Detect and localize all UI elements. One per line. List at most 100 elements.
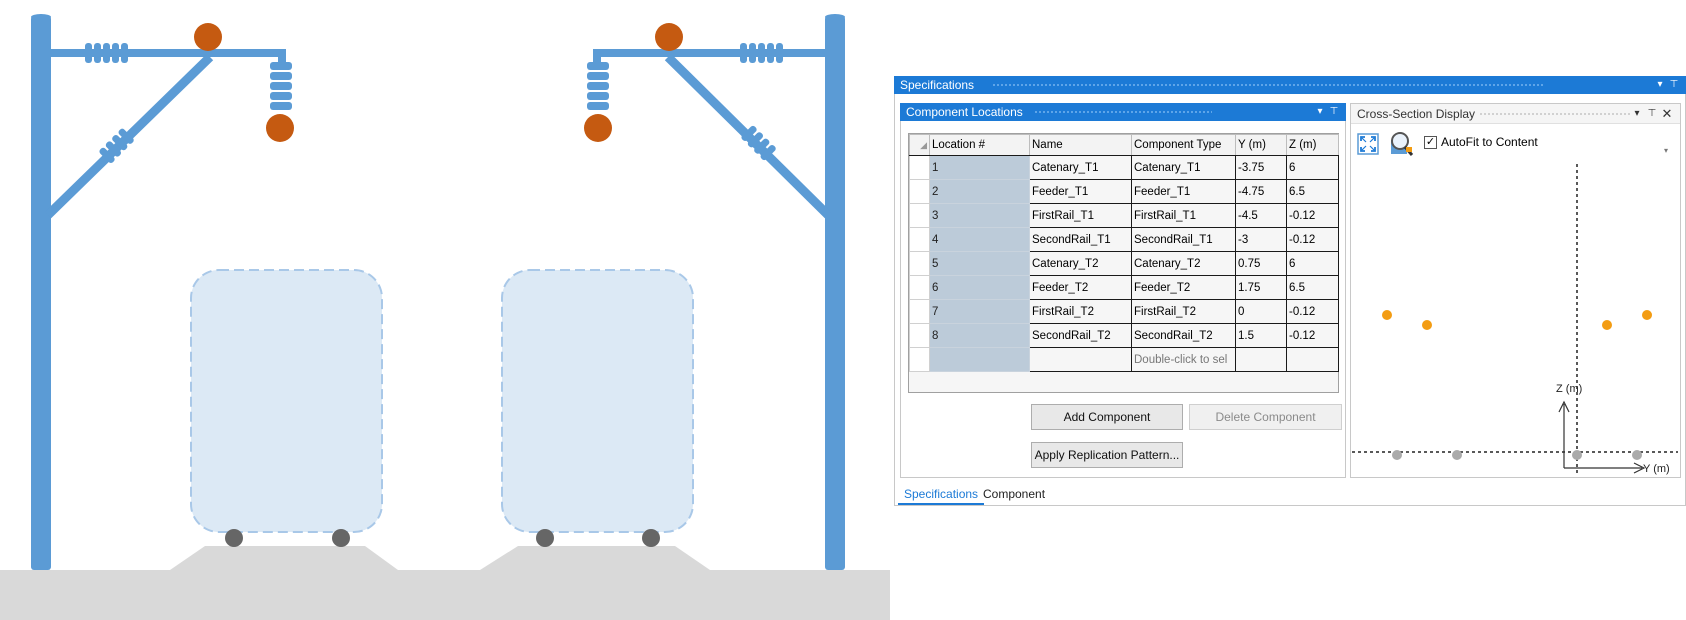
column-header-name[interactable]: Name — [1029, 134, 1132, 156]
cell-location[interactable] — [929, 347, 1030, 372]
row-selector-header[interactable]: ◢ — [909, 134, 930, 156]
pin-icon[interactable]: ⊤ — [1647, 108, 1657, 119]
cell-z[interactable]: -0.12 — [1286, 299, 1339, 324]
cell-location[interactable]: 3 — [929, 203, 1030, 228]
component-point-feeder-t2[interactable] — [1642, 310, 1652, 320]
tab-component[interactable]: Component — [983, 487, 1046, 501]
cross-section-plot[interactable]: Z (m) Y (m) — [1352, 158, 1680, 476]
cell-component-type[interactable]: Feeder_T1 — [1131, 179, 1236, 204]
row-selector[interactable] — [909, 251, 930, 276]
fit-view-icon[interactable] — [1357, 133, 1379, 155]
cell-name[interactable]: Feeder_T1 — [1029, 179, 1132, 204]
cell-location[interactable]: 7 — [929, 299, 1030, 324]
cell-z[interactable]: -0.12 — [1286, 227, 1339, 252]
cell-location[interactable]: 8 — [929, 323, 1030, 348]
row-selector[interactable] — [909, 203, 930, 228]
row-selector[interactable] — [909, 299, 930, 324]
cell-z[interactable]: 6 — [1286, 251, 1339, 276]
close-icon[interactable]: ✕ — [1661, 106, 1673, 121]
dropdown-icon[interactable]: ▾ — [1634, 108, 1640, 119]
row-selector[interactable] — [909, 155, 930, 180]
cell-location[interactable]: 6 — [929, 275, 1030, 300]
cell-y[interactable]: -4.5 — [1235, 203, 1287, 228]
cell-component-type[interactable]: Catenary_T2 — [1131, 251, 1236, 276]
apply-replication-pattern-button[interactable]: Apply Replication Pattern... — [1031, 442, 1183, 468]
cell-y[interactable]: -3.75 — [1235, 155, 1287, 180]
row-selector[interactable] — [909, 323, 930, 348]
cross-section-titlebar: Cross-Section Display ▾ ⊤ ✕ — [1351, 104, 1680, 124]
cell-y[interactable]: -3 — [1235, 227, 1287, 252]
cell-z[interactable]: 6 — [1286, 155, 1339, 180]
cell-component-type[interactable]: FirstRail_T2 — [1131, 299, 1236, 324]
component-point-catenary-t2[interactable] — [1602, 320, 1612, 330]
component-point-secondrail-t1[interactable] — [1452, 450, 1462, 460]
cell-name[interactable] — [1029, 347, 1132, 372]
cell-z[interactable]: 6.5 — [1286, 275, 1339, 300]
add-component-button[interactable]: Add Component — [1031, 404, 1183, 430]
cell-location[interactable]: 2 — [929, 179, 1030, 204]
cell-component-type[interactable]: Double-click to sel — [1131, 347, 1236, 372]
cell-name[interactable]: FirstRail_T1 — [1029, 203, 1132, 228]
track-bed-right — [480, 546, 710, 570]
cell-z[interactable]: -0.12 — [1286, 323, 1339, 348]
cell-location[interactable]: 1 — [929, 155, 1030, 180]
cell-y[interactable]: 0.75 — [1235, 251, 1287, 276]
overflow-chevron-icon[interactable]: ▾ — [1664, 146, 1669, 155]
cell-z[interactable] — [1286, 347, 1339, 372]
component-locations-table[interactable]: ◢ Location # Name Component Type Y (m) Z… — [909, 134, 1339, 372]
dropdown-icon[interactable]: ▾ — [1317, 106, 1323, 117]
cell-name[interactable]: SecondRail_T2 — [1029, 323, 1132, 348]
row-selector[interactable] — [909, 179, 930, 204]
cell-y[interactable] — [1235, 347, 1287, 372]
column-header-component-type[interactable]: Component Type — [1131, 134, 1236, 156]
cell-component-type[interactable]: Catenary_T1 — [1131, 155, 1236, 180]
pin-icon[interactable]: ⊤ — [1329, 106, 1339, 117]
component-point-firstrail-t2[interactable] — [1572, 450, 1582, 460]
cell-z[interactable]: 6.5 — [1286, 179, 1339, 204]
pin-icon[interactable]: ⊤ — [1669, 79, 1679, 90]
tab-specifications[interactable]: Specifications — [898, 485, 985, 505]
component-point-secondrail-t2[interactable] — [1632, 450, 1642, 460]
cell-y[interactable]: 1.5 — [1235, 323, 1287, 348]
cell-location[interactable]: 5 — [929, 251, 1030, 276]
dropdown-icon[interactable]: ▾ — [1657, 79, 1663, 90]
cell-y[interactable]: 0 — [1235, 299, 1287, 324]
autofit-checkbox[interactable]: ✓ — [1424, 136, 1437, 149]
zoom-search-icon[interactable] — [1388, 131, 1414, 157]
cell-name[interactable]: Feeder_T2 — [1029, 275, 1132, 300]
column-header-location[interactable]: Location # — [929, 134, 1030, 156]
cell-y[interactable]: 1.75 — [1235, 275, 1287, 300]
cell-component-type[interactable]: FirstRail_T1 — [1131, 203, 1236, 228]
cell-component-type[interactable]: SecondRail_T1 — [1131, 227, 1236, 252]
cell-component-type[interactable]: SecondRail_T2 — [1131, 323, 1236, 348]
cell-name[interactable]: Catenary_T1 — [1029, 155, 1132, 180]
column-header-z[interactable]: Z (m) — [1286, 134, 1339, 156]
component-point-catenary-t1[interactable] — [1422, 320, 1432, 330]
component-point-feeder-t1[interactable] — [1382, 310, 1392, 320]
cell-name[interactable]: Catenary_T2 — [1029, 251, 1132, 276]
cell-y[interactable]: -4.75 — [1235, 179, 1287, 204]
cell-component-type[interactable]: Feeder_T2 — [1131, 275, 1236, 300]
row-selector[interactable] — [909, 227, 930, 252]
cell-name[interactable]: SecondRail_T1 — [1029, 227, 1132, 252]
cell-location[interactable]: 4 — [929, 227, 1030, 252]
insulator-ball — [266, 114, 294, 142]
delete-component-button[interactable]: Delete Component — [1189, 404, 1342, 430]
autofit-label[interactable]: AutoFit to Content — [1441, 135, 1538, 149]
wheel — [536, 529, 554, 547]
cell-name[interactable]: FirstRail_T2 — [1029, 299, 1132, 324]
row-selector[interactable] — [909, 347, 930, 372]
new-row[interactable]: Double-click to sel — [909, 347, 1339, 372]
component-point-firstrail-t1[interactable] — [1392, 450, 1402, 460]
cell-z[interactable]: -0.12 — [1286, 203, 1339, 228]
column-header-y[interactable]: Y (m) — [1235, 134, 1287, 156]
row-selector[interactable] — [909, 275, 930, 300]
